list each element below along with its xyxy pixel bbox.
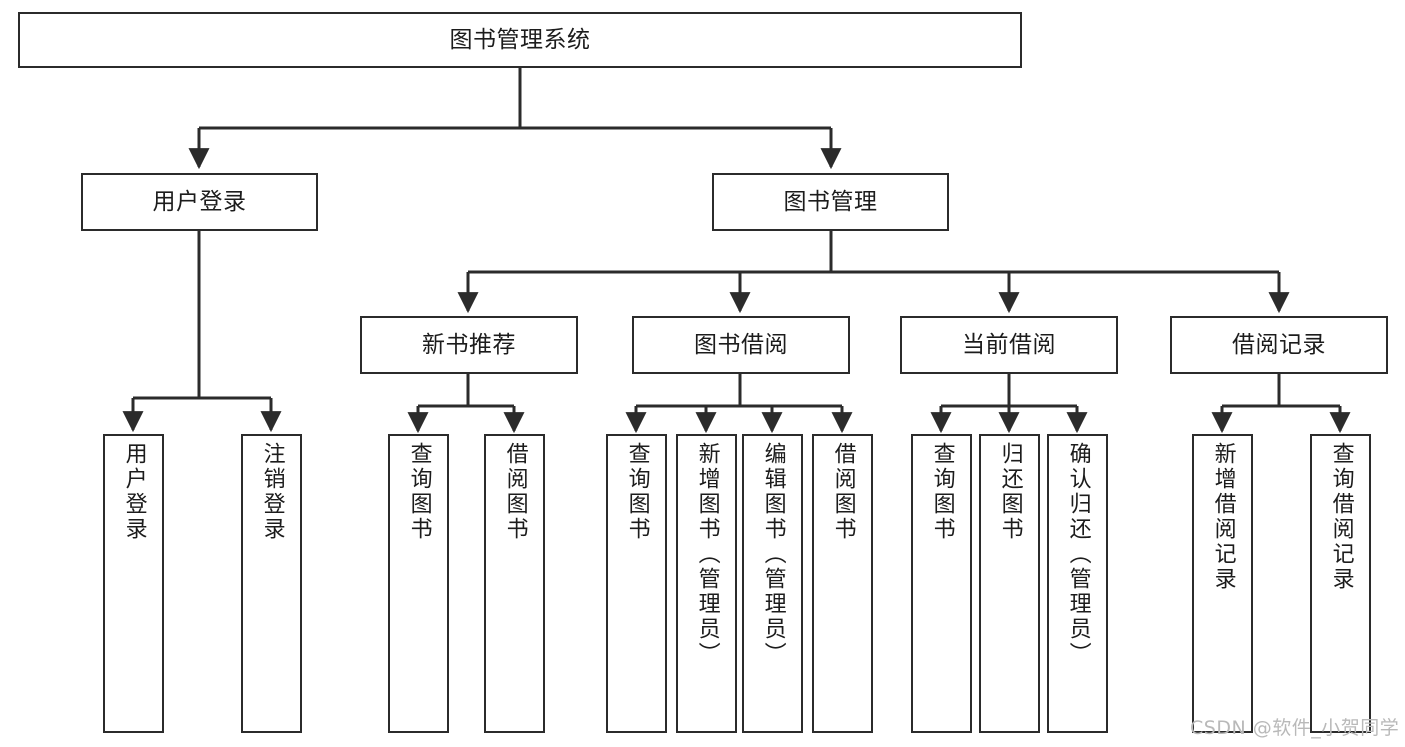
node-leaf-borrow-book-2[interactable]: 借阅图书 (812, 434, 873, 733)
node-label: 当前借阅 (962, 331, 1056, 358)
node-label: 查询图书 (929, 442, 955, 542)
node-label: 新增借阅记录 (1210, 442, 1236, 592)
node-label: 查询借阅记录 (1328, 442, 1354, 592)
node-leaf-return-book[interactable]: 归还图书 (979, 434, 1040, 733)
node-leaf-confirm-return[interactable]: 确认归还（管理员） (1047, 434, 1108, 733)
node-leaf-add-record[interactable]: 新增借阅记录 (1192, 434, 1253, 733)
node-user-login[interactable]: 用户登录 (81, 173, 318, 231)
node-label: 用户登录 (152, 188, 247, 215)
node-label: 借阅记录 (1232, 331, 1326, 358)
node-label: 新增图书（管理员） (694, 442, 720, 667)
node-label: 确认归还（管理员） (1065, 442, 1091, 667)
node-leaf-query-record[interactable]: 查询借阅记录 (1310, 434, 1371, 733)
node-borrow-record[interactable]: 借阅记录 (1170, 316, 1388, 374)
node-label: 查询图书 (406, 442, 432, 542)
node-root-system[interactable]: 图书管理系统 (18, 12, 1022, 68)
node-label: 图书管理系统 (449, 26, 591, 53)
node-label: 查询图书 (624, 442, 650, 542)
node-label: 新书推荐 (422, 331, 516, 358)
node-leaf-edit-book[interactable]: 编辑图书（管理员） (742, 434, 803, 733)
node-book-management[interactable]: 图书管理 (712, 173, 949, 231)
node-book-borrow[interactable]: 图书借阅 (632, 316, 850, 374)
node-label: 用户登录 (121, 442, 147, 542)
node-leaf-query-book-2[interactable]: 查询图书 (606, 434, 667, 733)
node-leaf-query-book-1[interactable]: 查询图书 (388, 434, 449, 733)
node-label: 图书借阅 (694, 331, 788, 358)
node-leaf-borrow-book-1[interactable]: 借阅图书 (484, 434, 545, 733)
node-new-book-recommend[interactable]: 新书推荐 (360, 316, 578, 374)
node-label: 图书管理 (783, 188, 878, 215)
node-leaf-user-login[interactable]: 用户登录 (103, 434, 164, 733)
node-label: 编辑图书（管理员） (760, 442, 786, 667)
node-leaf-logout-login[interactable]: 注销登录 (241, 434, 302, 733)
node-label: 借阅图书 (830, 442, 856, 542)
node-current-borrow[interactable]: 当前借阅 (900, 316, 1118, 374)
node-label: 借阅图书 (502, 442, 528, 542)
watermark-text: CSDN @软件_小贺同学 (1190, 717, 1400, 739)
node-label: 归还图书 (997, 442, 1023, 542)
node-label: 注销登录 (259, 442, 285, 542)
node-leaf-query-book-3[interactable]: 查询图书 (911, 434, 972, 733)
node-leaf-add-book[interactable]: 新增图书（管理员） (676, 434, 737, 733)
